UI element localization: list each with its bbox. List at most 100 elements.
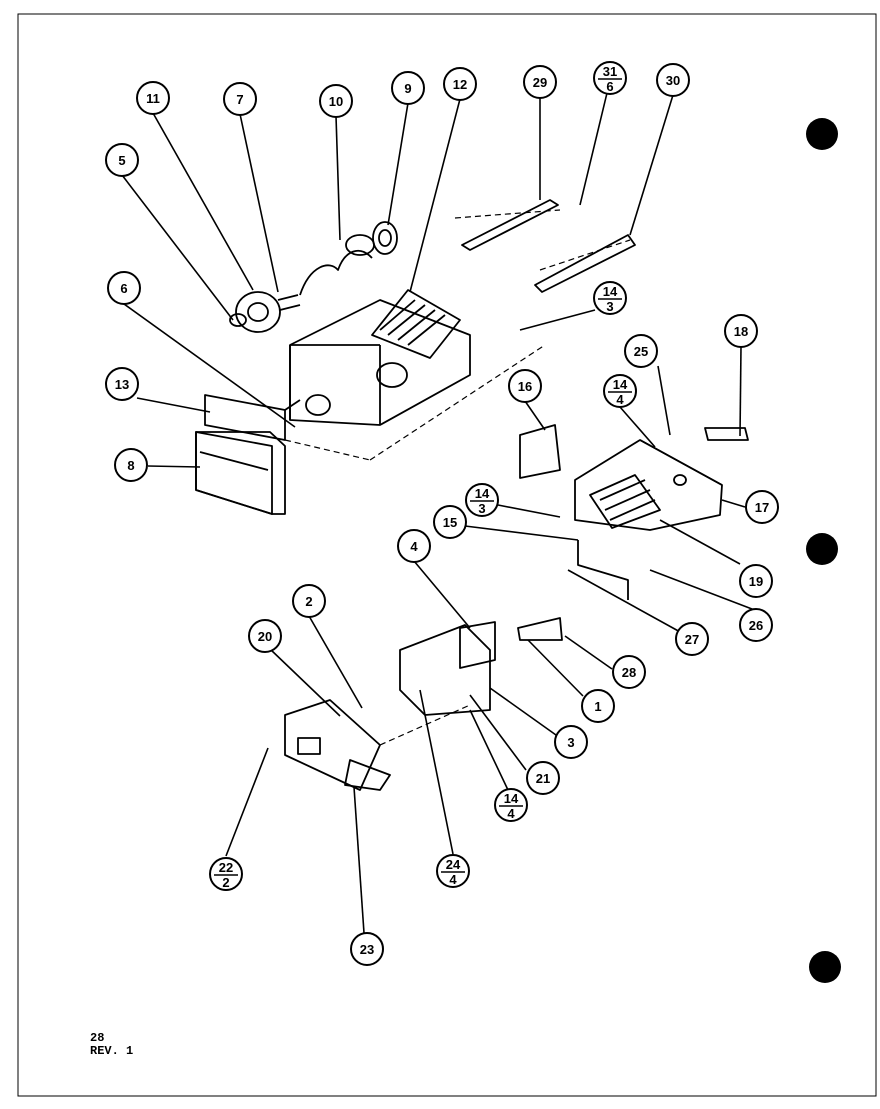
callout-label-top: 14	[504, 791, 519, 806]
callout-label: 28	[622, 665, 636, 680]
callout-circle	[443, 67, 477, 101]
callout-circle	[209, 857, 243, 891]
callout-label-top: 22	[219, 860, 233, 875]
callout-label: 20	[258, 629, 272, 644]
callout-label: 9	[404, 81, 411, 96]
callout-label: 10	[329, 94, 343, 109]
callout-label: 7	[236, 92, 243, 107]
callout-label-bottom: 4	[507, 806, 515, 821]
callout-2: 2	[292, 584, 326, 618]
callout-30: 30	[656, 63, 690, 97]
callout-10: 10	[319, 84, 353, 118]
part-control-bracket	[399, 621, 496, 716]
callout-20: 20	[248, 619, 282, 653]
callout-circle	[508, 369, 542, 403]
callout-label-bottom: 2	[222, 875, 229, 890]
callout-label: 3	[567, 735, 574, 750]
callout-14-3a: 143	[593, 281, 627, 315]
callout-circle	[436, 854, 470, 888]
callout-circle	[581, 689, 615, 723]
callout-1: 1	[581, 689, 615, 723]
callout-circle	[391, 71, 425, 105]
binder-hole-bottom	[809, 951, 841, 983]
callout-19: 19	[739, 564, 773, 598]
page-number: 28	[90, 1031, 105, 1045]
callout-circle	[724, 314, 758, 348]
callout-label: 27	[685, 632, 699, 647]
callout-14-4b: 144	[494, 788, 528, 822]
callout-23: 23	[350, 932, 384, 966]
callout-label: 6	[120, 281, 127, 296]
callout-label: 30	[666, 73, 680, 88]
callout-label: 19	[749, 574, 763, 589]
page-frame	[17, 13, 877, 1097]
callout-circle	[105, 143, 139, 177]
part-housing-13	[204, 394, 301, 441]
callout-label-bottom: 4	[449, 872, 457, 887]
part-cover	[284, 699, 471, 791]
callout-18: 18	[724, 314, 758, 348]
callout-label-top: 31	[603, 64, 617, 79]
callout-circle	[593, 61, 627, 95]
binder-hole-top	[806, 118, 838, 150]
callout-circle	[136, 81, 170, 115]
callout-label: 11	[146, 91, 160, 106]
callout-circle	[350, 932, 384, 966]
callout-label: 29	[533, 75, 547, 90]
callout-17: 17	[745, 490, 779, 524]
callout-label: 16	[518, 379, 532, 394]
callout-label-bottom: 4	[616, 392, 624, 407]
part-bracket-30	[534, 234, 636, 293]
callout-13: 13	[105, 367, 139, 401]
part-grid-12	[371, 289, 461, 359]
callout-circle	[745, 490, 779, 524]
callout-6: 6	[107, 271, 141, 305]
callout-circle	[465, 483, 499, 517]
callout-circle	[319, 84, 353, 118]
callout-label: 26	[749, 618, 763, 633]
callout-4: 4	[397, 529, 431, 563]
callout-circle	[523, 65, 557, 99]
callout-label-bottom: 3	[606, 299, 613, 314]
callout-label: 15	[443, 515, 457, 530]
callout-label-bottom: 3	[478, 501, 485, 516]
callout-circle	[114, 448, 148, 482]
callout-circle	[397, 529, 431, 563]
callout-circle	[739, 608, 773, 642]
callout-label: 25	[634, 344, 648, 359]
callout-14-3b: 143	[465, 483, 499, 517]
callout-label-top: 14	[475, 486, 490, 501]
callout-circle	[656, 63, 690, 97]
part-bracket-29	[454, 199, 561, 251]
callout-label: 2	[305, 594, 312, 609]
callout-label: 8	[127, 458, 134, 473]
callout-29: 29	[523, 65, 557, 99]
leader-lines	[121, 92, 753, 934]
callout-9: 9	[391, 71, 425, 105]
callout-26: 26	[739, 608, 773, 642]
part-bracket-1	[517, 617, 563, 641]
callout-label-bottom: 6	[606, 79, 613, 94]
footer: 28 REV. 1	[90, 1032, 133, 1058]
callout-label: 18	[734, 324, 748, 339]
callout-8: 8	[114, 448, 148, 482]
callout-circle	[612, 655, 646, 689]
callout-circle	[675, 622, 709, 656]
callout-label: 17	[755, 500, 769, 515]
callout-21: 21	[526, 761, 560, 795]
part-spring-10	[299, 234, 375, 296]
callout-label-top: 14	[603, 284, 618, 299]
callout-11: 11	[136, 81, 170, 115]
part-bucket-front	[195, 431, 286, 515]
callout-label: 4	[410, 539, 418, 554]
callout-circle	[494, 788, 528, 822]
part-bracket-18	[704, 427, 749, 441]
callout-label: 21	[536, 771, 550, 786]
callout-31-6: 316	[593, 61, 627, 95]
callout-circle	[292, 584, 326, 618]
callout-label: 23	[360, 942, 374, 957]
part-motor-assembly	[229, 291, 301, 333]
callout-12: 12	[443, 67, 477, 101]
